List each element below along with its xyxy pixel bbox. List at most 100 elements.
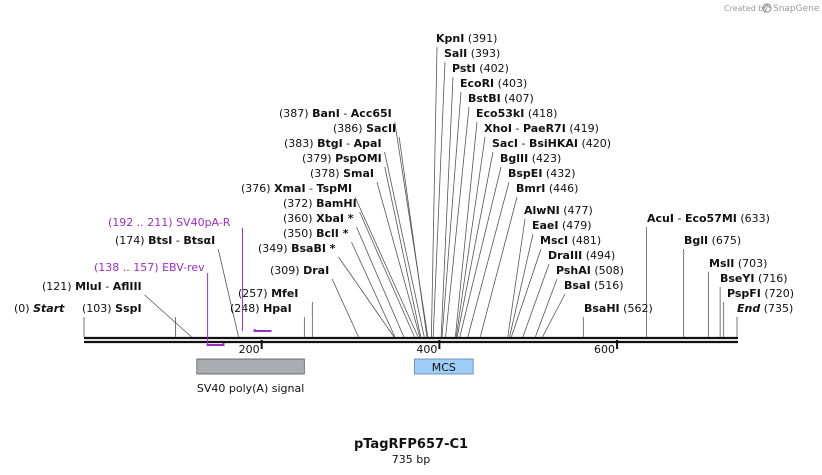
site-position: (103) <box>82 302 112 315</box>
site-label: BstBI (407) <box>468 92 534 105</box>
credit-brand: SnapGene <box>773 4 820 14</box>
site-label: BspEI (432) <box>508 167 576 180</box>
site-position: (481) <box>572 234 602 247</box>
site-leader <box>384 151 425 338</box>
site-enzyme-name: XmaI <box>274 182 305 195</box>
site-position: (391) <box>468 32 498 45</box>
site-position: (379) <box>302 152 332 165</box>
site-position: (703) <box>738 257 768 270</box>
site-position: (257) <box>238 287 268 300</box>
site-leader <box>217 248 239 338</box>
site-label: BseYI (716) <box>720 272 788 285</box>
site-enzyme-alt: PaeR7I <box>523 122 566 135</box>
site-enzyme-name: MluI <box>75 280 102 293</box>
site-leader <box>376 181 421 338</box>
site-position: (633) <box>740 212 770 225</box>
site-leader <box>507 218 526 338</box>
site-label: MscI (481) <box>540 234 601 247</box>
site-label: (350) BclI * <box>283 227 349 240</box>
site-leader <box>459 166 502 338</box>
site-position: (479) <box>562 219 592 232</box>
site-labels: (0) Start (103) SspI (121) MluI - AflIII (1… <box>14 32 794 315</box>
primer-arrow <box>206 343 225 346</box>
site-leader <box>441 91 462 338</box>
site-label: (248) HpaI <box>230 302 292 315</box>
site-enzyme-alt: BsiHKAI <box>529 137 578 150</box>
site-enzyme-name: HpaI <box>263 302 292 315</box>
site-enzyme-name: BstBI <box>468 92 501 105</box>
site-label: AlwNI (477) <box>524 204 593 217</box>
site-enzyme-name: PspOMI <box>335 152 382 165</box>
site-leader <box>509 233 534 338</box>
site-enzyme-name: BtsI <box>148 234 172 247</box>
site-enzyme-name: BsaHI <box>584 302 620 315</box>
site-position: (360) <box>283 212 313 225</box>
site-leader <box>467 181 510 338</box>
site-position: (407) <box>504 92 534 105</box>
site-label: (379) PspOMI <box>302 152 382 165</box>
site-position: (423) <box>532 152 562 165</box>
site-enzyme-name: Eco53kI <box>476 107 524 120</box>
site-label: KpnI (391) <box>436 32 497 45</box>
site-label: (0) Start <box>14 302 65 315</box>
site-leader <box>455 136 486 338</box>
site-label: (360) XbaI * <box>283 212 354 225</box>
site-enzyme-alt: AflIII <box>113 280 142 293</box>
site-label: MslI (703) <box>709 257 767 270</box>
primer-name: SV40pA-R <box>176 216 231 229</box>
site-position: (508) <box>594 264 624 277</box>
site-enzyme-name: MscI <box>540 234 568 247</box>
site-position: (735) <box>764 302 794 315</box>
site-leader <box>338 256 395 338</box>
site-separator: - <box>674 212 685 225</box>
site-enzyme-alt: BtsαI <box>183 234 215 247</box>
site-separator: - <box>172 234 183 247</box>
site-enzyme-alt: Eco57MI <box>685 212 737 225</box>
site-label: XhoI - PaeR7I (419) <box>484 122 599 135</box>
site-leader <box>398 136 428 338</box>
site-leader <box>394 121 429 338</box>
site-position: (309) <box>270 264 300 277</box>
plasmid-title: pTagRFP657-C1 <box>354 437 468 452</box>
site-leader <box>510 248 542 338</box>
site-position: (349) <box>258 242 288 255</box>
site-enzyme-name: BglII <box>500 152 528 165</box>
site-enzyme-name: BglI <box>684 234 708 247</box>
site-enzyme-name: BanI <box>312 107 340 120</box>
site-leader-lines <box>83 46 738 338</box>
feature-bar <box>196 358 305 375</box>
site-label: BmrI (446) <box>516 182 578 195</box>
site-position: (383) <box>284 137 314 150</box>
site-leader <box>454 121 478 338</box>
site-enzyme-alt: ApaI <box>354 137 382 150</box>
site-enzyme-name: PspFI <box>727 287 761 300</box>
site-enzyme-name: BsaBI * <box>291 242 336 255</box>
site-leader <box>351 241 396 338</box>
site-label: EaeI (479) <box>532 219 592 232</box>
site-enzyme-name: AlwNI <box>524 204 560 217</box>
site-label: (257) MfeI <box>238 287 298 300</box>
site-enzyme-name: MslI <box>709 257 734 270</box>
site-position: (378) <box>310 167 340 180</box>
site-leader <box>354 196 419 338</box>
site-label: (309) DraI <box>270 264 329 277</box>
site-enzyme-name: BclI * <box>316 227 349 240</box>
site-position: (403) <box>498 77 528 90</box>
site-enzyme-name: XbaI * <box>316 212 354 225</box>
axis-tick-label: 200 <box>239 343 260 356</box>
site-label: (103) SspI <box>82 302 142 315</box>
site-enzyme-name: AcuI <box>647 212 674 225</box>
site-enzyme-alt: TspMI <box>317 182 353 195</box>
site-leader <box>430 46 438 338</box>
site-position: (675) <box>712 234 742 247</box>
site-label: (383) BtgI - ApaI <box>284 137 382 150</box>
site-label: SalI (393) <box>444 47 500 60</box>
site-enzyme-name: SalI <box>444 47 467 60</box>
site-enzyme-name: DraIII <box>548 249 582 262</box>
site-position: (494) <box>586 249 616 262</box>
site-leader <box>479 196 518 338</box>
site-label: (121) MluI - AflIII <box>42 280 142 293</box>
feature-label: MCS <box>432 361 456 374</box>
site-separator: - <box>340 107 351 120</box>
site-label: PshAI (508) <box>556 264 624 277</box>
